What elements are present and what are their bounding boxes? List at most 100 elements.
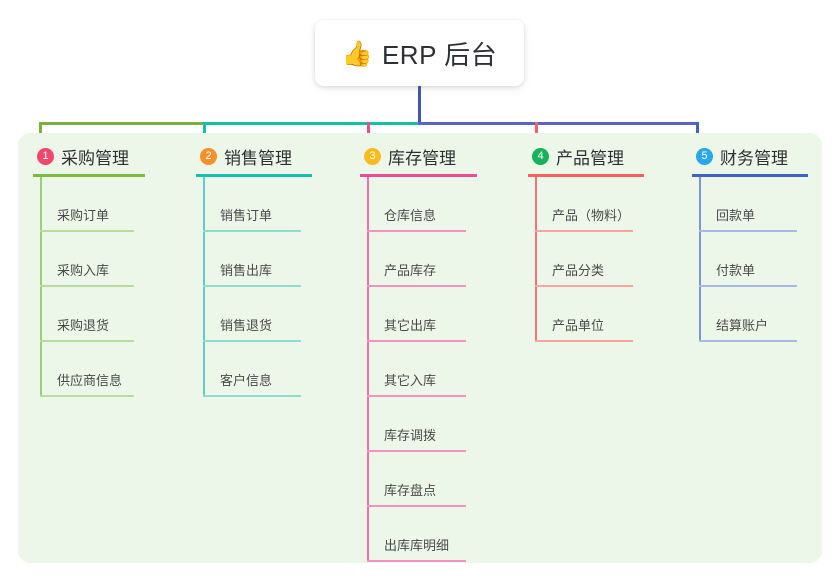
leaf-item[interactable]: 回款单 (692, 177, 808, 232)
branch-badge-4: 4 (532, 147, 549, 165)
branch-badge-1: 1 (37, 147, 54, 165)
leaf-rule (203, 285, 301, 287)
leaf-item[interactable]: 产品单位 (528, 287, 644, 342)
leaf-rule (40, 340, 134, 342)
leaf-item[interactable]: 产品（物料） (528, 177, 644, 232)
root-stem-connector (418, 86, 421, 124)
leaf-rule (367, 340, 466, 342)
leaf-rule (40, 230, 134, 232)
branch-header-1[interactable]: 1 采购管理 (33, 143, 145, 169)
leaf-rule (535, 340, 633, 342)
leaf-label: 其它出库 (384, 318, 437, 333)
leaf-item[interactable]: 客户信息 (196, 342, 312, 397)
leaf-label: 出库库明细 (384, 538, 450, 553)
leaf-item[interactable]: 采购入库 (33, 232, 145, 287)
leaf-item[interactable]: 库存盘点 (360, 452, 477, 507)
leaf-label: 其它入库 (384, 373, 437, 388)
leaf-rule (203, 395, 301, 397)
trunk-segment-teal (203, 122, 421, 125)
leaf-rule (367, 285, 466, 287)
branch-header-3[interactable]: 3 库存管理 (360, 143, 477, 169)
leaf-label: 仓库信息 (384, 208, 437, 223)
branch-header-2[interactable]: 2 销售管理 (196, 143, 312, 169)
branch-column-3[interactable]: 3 库存管理仓库信息产品库存其它出库其它入库库存调拨库存盘点出库库明细 (360, 143, 477, 562)
leaf-label: 采购入库 (57, 263, 110, 278)
branch-badge-5: 5 (696, 147, 713, 165)
leaf-rule (203, 230, 301, 232)
branch-badge-3: 3 (364, 147, 381, 165)
leaf-rule (40, 285, 134, 287)
leaf-label: 库存盘点 (384, 483, 437, 498)
leaf-item[interactable]: 销售退货 (196, 287, 312, 342)
leaf-rule (367, 230, 466, 232)
branch-column-2[interactable]: 2 销售管理销售订单销售出库销售退货客户信息 (196, 143, 312, 397)
branch-header-5[interactable]: 5 财务管理 (692, 143, 808, 169)
branch-spine-3 (367, 177, 369, 562)
leaf-label: 销售订单 (220, 208, 273, 223)
leaf-item[interactable]: 采购退货 (33, 287, 145, 342)
root-node[interactable]: 👍 ERP 后台 (315, 20, 524, 86)
leaf-rule (535, 285, 633, 287)
leaf-rule (367, 560, 466, 562)
leaf-label: 产品分类 (552, 263, 605, 278)
branch-spine-2 (203, 177, 205, 397)
leaf-list-1: 采购订单采购入库采购退货供应商信息 (33, 177, 145, 397)
root-title: ERP 后台 (381, 39, 498, 70)
branch-label-5: 财务管理 (720, 148, 788, 168)
leaf-label: 销售出库 (220, 263, 273, 278)
leaf-rule (699, 230, 797, 232)
leaf-item[interactable]: 其它入库 (360, 342, 477, 397)
branch-column-5[interactable]: 5 财务管理回款单付款单结算账户 (692, 143, 808, 342)
leaf-rule (535, 230, 633, 232)
branch-spine-5 (699, 177, 701, 342)
leaf-item[interactable]: 销售订单 (196, 177, 312, 232)
leaf-label: 产品库存 (384, 263, 437, 278)
branch-rule-4 (528, 174, 644, 177)
branch-column-4[interactable]: 4 产品管理产品（物料） 产品分类产品单位 (528, 143, 644, 342)
leaf-item[interactable]: 出库库明细 (360, 507, 477, 562)
branch-header-4[interactable]: 4 产品管理 (528, 143, 644, 169)
leaf-label: 客户信息 (220, 373, 273, 388)
leaf-rule (367, 395, 466, 397)
leaf-item[interactable]: 付款单 (692, 232, 808, 287)
leaf-item[interactable]: 仓库信息 (360, 177, 477, 232)
leaf-label: 供应商信息 (57, 373, 123, 388)
leaf-rule (40, 395, 134, 397)
leaf-label: 产品（物料） (552, 208, 631, 223)
branch-rule-3 (360, 174, 477, 177)
branch-rule-2 (196, 174, 312, 177)
leaf-item[interactable]: 产品分类 (528, 232, 644, 287)
branch-label-1: 采购管理 (61, 148, 129, 168)
leaf-item[interactable]: 产品库存 (360, 232, 477, 287)
leaf-label: 库存调拨 (384, 428, 437, 443)
leaf-item[interactable]: 采购订单 (33, 177, 145, 232)
leaf-rule (699, 340, 797, 342)
branch-column-1[interactable]: 1 采购管理采购订单采购入库采购退货供应商信息 (33, 143, 145, 397)
branch-rule-1 (33, 174, 145, 177)
branch-spine-1 (40, 177, 42, 397)
leaf-rule (203, 340, 301, 342)
leaf-label: 产品单位 (552, 318, 605, 333)
leaf-list-5: 回款单付款单结算账户 (692, 177, 808, 342)
thumbs-up-icon: 👍 (341, 38, 373, 68)
leaf-item[interactable]: 结算账户 (692, 287, 808, 342)
branch-label-3: 库存管理 (388, 148, 456, 168)
leaf-item[interactable]: 供应商信息 (33, 342, 145, 397)
branch-badge-2: 2 (200, 147, 217, 165)
leaf-item[interactable]: 库存调拨 (360, 397, 477, 452)
leaf-rule (699, 285, 797, 287)
leaf-rule (367, 450, 466, 452)
leaf-label: 回款单 (716, 208, 756, 223)
trunk-segment-blue (418, 122, 698, 125)
branch-label-2: 销售管理 (224, 148, 292, 168)
leaf-item[interactable]: 其它出库 (360, 287, 477, 342)
leaf-item[interactable]: 销售出库 (196, 232, 312, 287)
branch-spine-4 (535, 177, 537, 342)
branch-rule-5 (692, 174, 808, 177)
branch-label-4: 产品管理 (556, 148, 624, 168)
leaf-list-3: 仓库信息产品库存其它出库其它入库库存调拨库存盘点出库库明细 (360, 177, 477, 562)
leaf-label: 销售退货 (220, 318, 273, 333)
leaf-label: 采购订单 (57, 208, 110, 223)
leaf-list-2: 销售订单销售出库销售退货客户信息 (196, 177, 312, 397)
